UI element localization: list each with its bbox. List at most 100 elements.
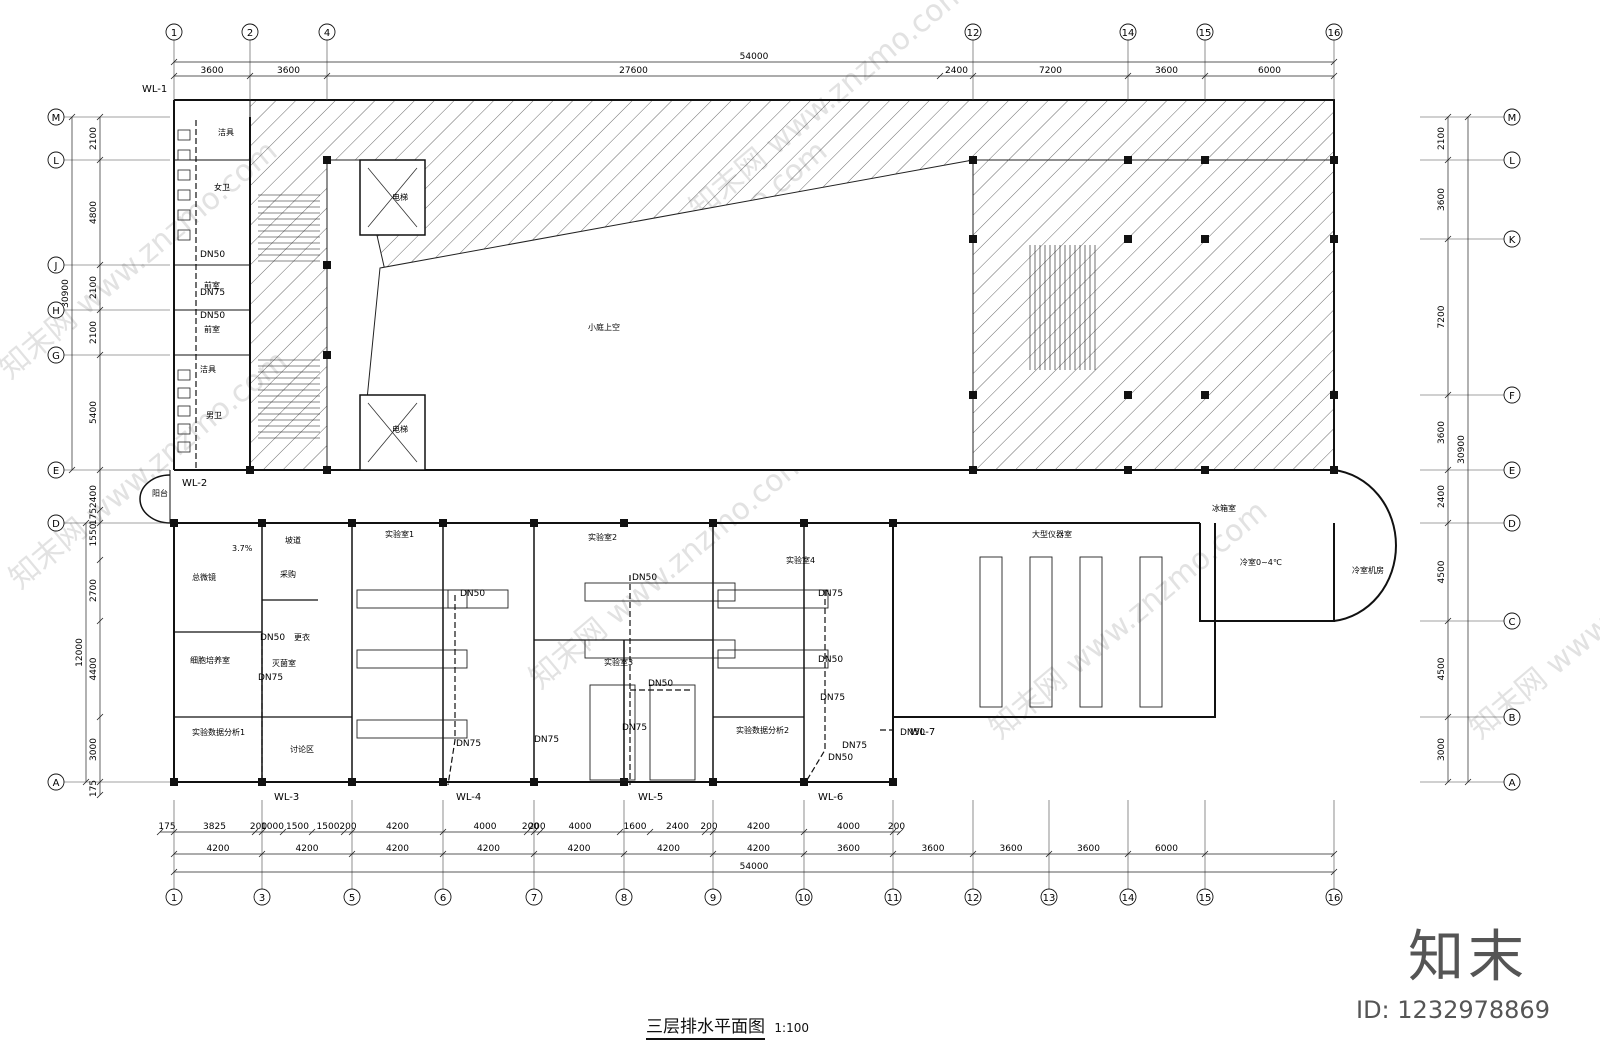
dimension-text: 4200 [747, 822, 770, 832]
toilet-fixture [177, 229, 191, 241]
structural-column [800, 519, 808, 527]
watermark-text: 知末网 www.znzmo.com [1463, 494, 1600, 746]
pipe-label: WL-1 [142, 84, 167, 95]
room-label: 实验室4 [786, 555, 815, 565]
dimension-tick [170, 72, 178, 80]
dimension-tick [646, 828, 654, 836]
axis-circle [47, 151, 65, 169]
axis-circle [1325, 23, 1343, 41]
dimension-tick [96, 556, 104, 564]
dimension-text: 7200 [1437, 305, 1447, 328]
dimension-tick [170, 850, 178, 858]
dimension-tick [1124, 850, 1132, 858]
structural-column [348, 519, 356, 527]
axis-circle [1503, 151, 1521, 169]
structural-column [1201, 466, 1209, 474]
grid-axis-bubble: J [47, 256, 65, 274]
dimension-text: 4000 [837, 822, 860, 832]
dimension-text: 2100 [1437, 127, 1447, 150]
axis-circle [884, 888, 902, 906]
dimension-text: 175 [89, 508, 99, 525]
dimension-tick [800, 850, 808, 858]
dimension-text: 3600 [837, 844, 860, 854]
dimension-tick [279, 828, 287, 836]
dimension-text: 6000 [1155, 844, 1178, 854]
watermark-text: 知末网 www.znzmo.com [983, 494, 1274, 746]
room-label: 男卫 [206, 411, 222, 420]
dimension-tick [258, 850, 266, 858]
dimension-text: 3600 [1000, 844, 1023, 854]
dimension-tick [96, 713, 104, 721]
room-label: 小庭上空 [588, 322, 620, 332]
room-label: 冷室0~4℃ [1240, 557, 1282, 567]
lab-bench [356, 649, 468, 669]
grid-axis-bubble: H [47, 301, 65, 319]
pipe-size-label: DN75 [200, 288, 225, 298]
toilet-fixture [177, 387, 191, 399]
axis-circle [47, 346, 65, 364]
structural-column [1201, 391, 1209, 399]
axis-label: 12 [967, 893, 980, 904]
dimension-tick [530, 850, 538, 858]
dimension-text: 2100 [89, 276, 99, 299]
structural-column [969, 466, 977, 474]
dimension-text: 200 [888, 822, 905, 832]
brand-id: ID: 1232978869 [1356, 996, 1550, 1024]
axis-label: 13 [1043, 893, 1056, 904]
axis-circle [318, 23, 336, 41]
room-label: 实验室1 [385, 529, 414, 539]
dimension-tick [896, 828, 904, 836]
pipe-size-label: DN75 [456, 739, 481, 749]
dimension-text: 12000 [75, 638, 85, 667]
dimension-tick [523, 828, 531, 836]
grid-axis-bubble: 7 [525, 888, 543, 906]
structural-column [969, 156, 977, 164]
dimension-text: 175 [158, 822, 175, 832]
grid-axis-bubble: 10 [795, 888, 813, 906]
structural-column [439, 519, 447, 527]
structural-column [246, 466, 254, 474]
axis-label: 2 [247, 28, 253, 39]
dimension-tick [348, 850, 356, 858]
dimension-text: 54000 [740, 52, 769, 62]
toilet-fixture [177, 149, 191, 161]
axis-circle [964, 23, 982, 41]
structural-column [348, 778, 356, 786]
grid-axis-bubble: D [1503, 514, 1521, 532]
dimension-text: 175 [89, 780, 99, 797]
lab-bench [584, 639, 736, 659]
dimension-tick [96, 466, 104, 474]
grid-axis-bubble: M [47, 108, 65, 126]
axis-circle [165, 888, 183, 906]
dimension-text: 30900 [1457, 435, 1467, 464]
pipe-size-label: DN50 [632, 573, 657, 583]
furniture-benches [177, 129, 1163, 781]
dimension-text: 4200 [207, 844, 230, 854]
grid-axis-bubble: L [47, 151, 65, 169]
dimension-text: 4500 [1437, 657, 1447, 680]
structural-column [709, 778, 717, 786]
axis-label: 5 [349, 893, 355, 904]
axis-circle [47, 514, 65, 532]
room-label: 冰箱室 [1212, 503, 1236, 513]
structural-column [969, 235, 977, 243]
structural-column [889, 778, 897, 786]
grid-axis-bubble: 14 [1119, 23, 1137, 41]
pipe-size-label: DN75 [534, 735, 559, 745]
dimension-text: 2400 [666, 822, 689, 832]
dimension-tick [709, 850, 717, 858]
dimension-tick [96, 791, 104, 799]
grid-axis-bubble: 1 [165, 888, 183, 906]
grid-axis-bubble: M [1503, 108, 1521, 126]
room-label: 更衣 [294, 632, 310, 642]
axis-label: M [1508, 113, 1517, 124]
pipe-size-label: DN75 [820, 693, 845, 703]
axis-circle [1503, 230, 1521, 248]
axis-label: F [1509, 391, 1515, 402]
dimension-tick [1444, 778, 1452, 786]
dimension-text: 3600 [1077, 844, 1100, 854]
room-label: 洁具 [218, 127, 234, 137]
dimension-text: 54000 [740, 862, 769, 872]
structural-column [530, 519, 538, 527]
drawing-title: 三层排水平面图 [646, 1017, 765, 1040]
